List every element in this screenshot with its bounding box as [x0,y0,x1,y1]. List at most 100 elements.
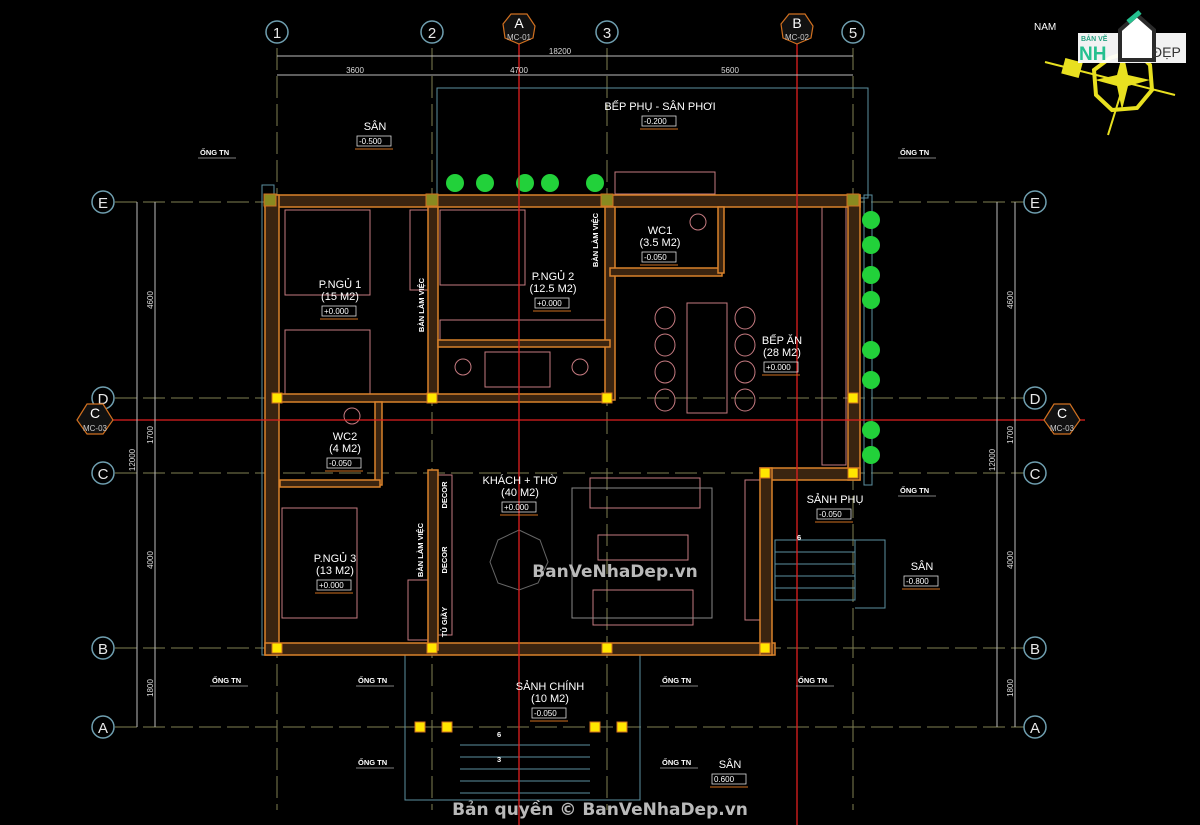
grid-bubble [91,461,115,485]
grid-label-row: B [98,641,108,658]
dimension-text: 18200 [549,47,572,56]
level-box [763,361,799,373]
round-fixture [689,213,707,231]
grid-label-row: C [98,466,109,483]
pipe-label: ỐNG TN [212,675,241,685]
level-box [316,579,352,591]
column [271,642,283,654]
round-fixture [454,358,472,376]
column-hatched [263,193,277,207]
section-letter: C [1057,405,1067,421]
furniture-label: DECOR [440,546,449,574]
compass-icon: NAM [1034,22,1176,136]
bed [281,507,358,619]
column [426,642,438,654]
logo-right-text: ĐẸP [1152,44,1181,60]
room-level: -0.200 [644,117,667,126]
watermark-bottom: Bản quyền © BanVeNhaDep.vn [452,799,748,820]
pipe-label: ỐNG TN [200,147,229,157]
wall [609,267,723,277]
plant-icon [476,174,494,192]
grid-bubble [1023,636,1047,660]
column [759,467,771,479]
grid-label-column: 3 [603,25,611,42]
outline [855,539,886,609]
column [847,392,859,404]
room-name: BẾP PHỤ - SÂN PHƠI [604,100,715,113]
section-marker [502,13,536,45]
grid-bubble [1023,190,1047,214]
wall [279,393,431,403]
plant-icon [862,266,880,284]
outline [774,539,856,601]
plant-icon [862,371,880,389]
plant-icon [541,174,559,192]
grid-bubble [91,636,115,660]
pipe-label: ỐNG TN [662,675,691,685]
level-box [641,115,677,127]
round-fixture [571,358,589,376]
wall [847,194,861,481]
column [271,392,283,404]
pipe-label: ỐNG TN [662,757,691,767]
grid-label-row: A [1030,720,1040,737]
wall [264,194,861,208]
dining-table [686,302,728,414]
section-code: MC-02 [785,33,810,42]
room-name: SÂN [364,120,387,133]
logo-left-text: NH [1079,44,1106,65]
sofa [592,589,694,626]
room-name: SẢNH CHÍNH [516,680,585,693]
plant-icon [862,446,880,464]
grid-bubble [91,715,115,739]
room-level: 0.600 [714,775,735,784]
section-letter: C [90,405,100,421]
pipe-label: ỐNG TN [900,147,929,157]
room-level: -0.800 [906,577,929,586]
room-name: SÂN [719,758,742,771]
wall [437,339,611,348]
level-box [501,501,537,513]
room-name: SÂN [911,560,934,573]
furniture [281,171,847,641]
dining-chair [734,333,756,357]
furniture-label: BÀN LÀM VIỆC [416,522,425,577]
column [589,721,601,733]
dining-chair [654,388,676,412]
level-box [903,575,939,587]
pipe-label: ỐNG TN [358,675,387,685]
level-box [326,457,362,469]
outline [863,194,873,486]
logo-top-text: BẢN VẼ [1081,34,1108,43]
grid-label-row: E [98,195,108,212]
section-code: MC-03 [1050,424,1075,433]
level-box [641,251,677,263]
wall [759,467,773,656]
level-box [711,773,747,785]
dimension-text: 1700 [1006,426,1015,444]
section-letter: B [792,15,801,31]
room-area: (40 M2) [501,487,539,499]
column [414,721,426,733]
dimension-text: 4600 [1006,291,1015,309]
grid-bubble [595,20,619,44]
grid-bubble [265,20,289,44]
column-hatched [425,193,439,207]
grid-label-column: 1 [273,25,281,42]
stair-number: 6 [497,730,501,739]
level-box [356,135,392,147]
grid-lines [115,48,1025,810]
plants [446,174,880,464]
grid-bubble [841,20,865,44]
dimension-text: 4000 [146,551,155,569]
grid-bubble [1023,715,1047,739]
plant-icon [446,174,464,192]
dimension-text: 1700 [146,426,155,444]
section-lines [80,32,1085,825]
columns [263,193,860,733]
wall [374,401,383,486]
dining-chair [654,306,676,330]
room-name: P.NGỦ 1 [319,278,362,291]
room-name: KHÁCH + THỜ [483,474,559,487]
